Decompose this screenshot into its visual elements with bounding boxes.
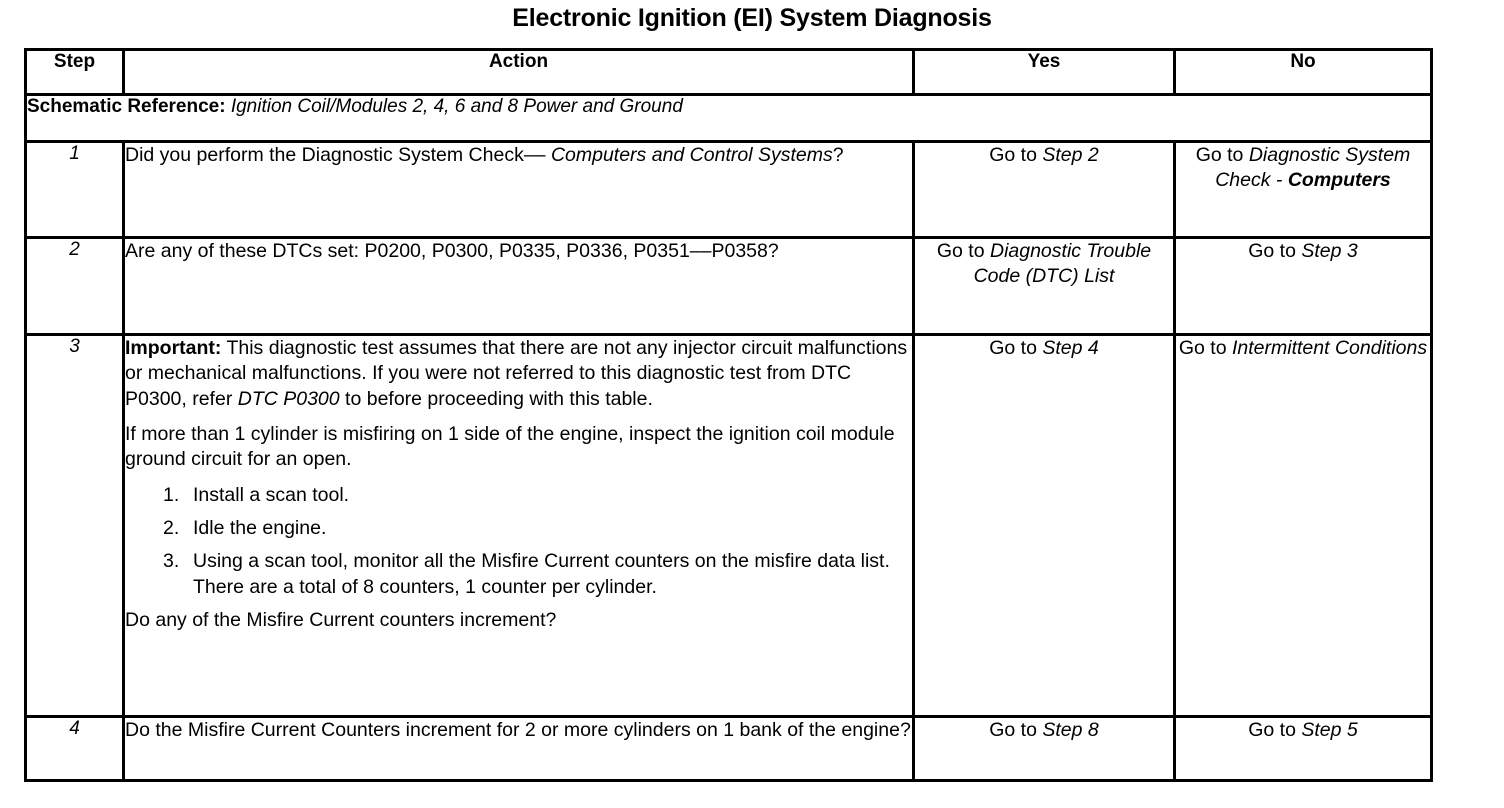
action-cell: Important: This diagnostic test assumes … (122, 333, 915, 718)
yes-prefix: Go to (936, 240, 990, 262)
step-number: 1 (24, 140, 125, 239)
no-answer-cell: Go to Step 3 (1173, 236, 1433, 336)
important-italic-reference: DTC P0300 (237, 387, 340, 410)
action-question: Do any of the Misfire Current counters i… (125, 609, 557, 632)
no-answer-cell: Go to Intermittent Conditions (1173, 333, 1433, 718)
table-header-row: Step Action Yes No (24, 48, 1433, 96)
schematic-reference-row: Schematic Reference: Ignition Coil/Modul… (24, 93, 1433, 143)
yes-answer-cell: Go to Step 8 (912, 715, 1176, 782)
no-target: Step 5 (1301, 719, 1358, 741)
yes-target: Step 2 (1042, 144, 1099, 166)
yes-prefix: Go to (989, 719, 1043, 741)
yes-prefix: Go to (989, 337, 1043, 359)
table-row: 2 Are any of these DTCs set: P0200, P030… (24, 236, 1433, 336)
yes-answer-cell: Go to Step 4 (912, 333, 1176, 718)
step-number: 4 (24, 715, 125, 782)
step-number: 2 (24, 236, 125, 336)
yes-target: Diagnostic Trouble Code (DTC) List (973, 240, 1152, 287)
action-paragraph: Are any of these DTCs set: P0200, P0300,… (125, 240, 779, 262)
important-note: Important: This diagnostic test assumes … (125, 336, 912, 412)
no-prefix: Go to (1178, 337, 1232, 359)
schematic-reference-label: Schematic Reference: (27, 96, 226, 117)
schematic-reference-value: Ignition Coil/Modules 2, 4, 6 and 8 Powe… (230, 96, 683, 117)
action-text-tail: ? (832, 144, 844, 166)
substep-list: Install a scan tool. Idle the engine. Us… (125, 483, 912, 600)
important-label: Important: (125, 337, 222, 359)
action-cell: Are any of these DTCs set: P0200, P0300,… (122, 236, 915, 336)
no-target: Step 3 (1301, 240, 1358, 262)
schematic-reference-cell: Schematic Reference: Ignition Coil/Modul… (24, 93, 1433, 143)
diagnosis-table: Step Action Yes No Schematic Reference: … (24, 48, 1433, 782)
no-answer-cell: Go to Step 5 (1173, 715, 1433, 782)
list-item: Install a scan tool. (163, 483, 350, 509)
important-text-tail: to before proceeding with this table. (339, 387, 653, 410)
page-title: Electronic Ignition (EI) System Diagnosi… (512, 4, 992, 32)
no-target-bold: Computers (1287, 168, 1391, 191)
no-answer-cell: Go to Diagnostic System Check - Computer… (1173, 140, 1433, 239)
no-target: Diagnostic System Check - (1215, 144, 1411, 191)
table-row: 4 Do the Misfire Current Counters increm… (24, 715, 1433, 782)
no-prefix: Go to (1195, 144, 1249, 166)
table-row: 1 Did you perform the Diagnostic System … (24, 140, 1433, 239)
list-item: Using a scan tool, monitor all the Misfi… (163, 549, 890, 598)
yes-prefix: Go to (989, 144, 1043, 166)
column-header-no: No (1173, 48, 1433, 96)
yes-answer-cell: Go to Diagnostic Trouble Code (DTC) List (912, 236, 1176, 336)
no-target: Intermittent Conditions (1232, 337, 1428, 359)
action-paragraph: Do the Misfire Current Counters incremen… (125, 719, 911, 741)
no-prefix: Go to (1248, 719, 1302, 741)
yes-target: Step 8 (1042, 719, 1099, 741)
action-italic-reference: Computers and Control Systems (550, 144, 833, 166)
action-paragraph: If more than 1 cylinder is misfiring on … (125, 423, 895, 471)
no-prefix: Go to (1248, 240, 1302, 262)
action-cell: Did you perform the Diagnostic System Ch… (122, 140, 915, 239)
important-text: This diagnostic test assumes that there … (125, 337, 908, 410)
column-header-step: Step (24, 48, 125, 96)
column-header-yes: Yes (912, 48, 1176, 96)
step-number: 3 (24, 333, 125, 718)
yes-answer-cell: Go to Step 2 (912, 140, 1176, 239)
column-header-action: Action (122, 48, 915, 96)
list-item: Idle the engine. (163, 516, 327, 542)
action-cell: Do the Misfire Current Counters incremen… (122, 715, 915, 782)
yes-target: Step 4 (1042, 337, 1099, 359)
action-paragraph: Did you perform the Diagnostic System Ch… (125, 143, 912, 168)
table-row: 3 Important: This diagnostic test assume… (24, 333, 1433, 718)
action-text: Did you perform the Diagnostic System Ch… (125, 144, 551, 166)
